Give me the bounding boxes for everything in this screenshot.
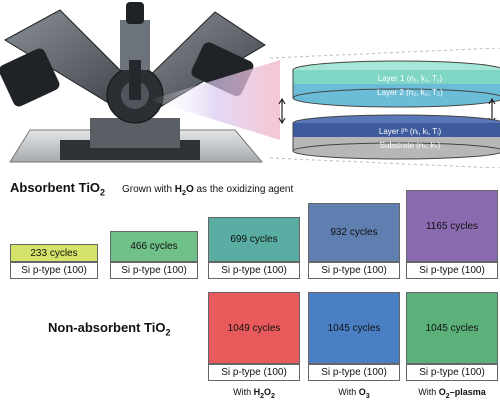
absorbent-subtitle: Grown with H2O as the oxidizing agent [122, 184, 294, 197]
layer-stack-diagram: Layer 1 (n₁, k₁, T₁) Layer 2 (n₂, k₂, T₂… [270, 48, 500, 168]
layer-i-label: Layer iᵗʰ (nᵢ, kᵢ, Tᵢ) [379, 127, 442, 136]
layer-2 [292, 84, 500, 108]
substrate-233: Si p-type (100) [10, 262, 98, 279]
absorbent-sample-1165: 1165 cycles Si p-type (100) [406, 190, 498, 279]
light-beam [150, 60, 280, 140]
non-absorbent-sample-o2-plasma: 1045 cycles Si p-type (100) [406, 292, 498, 381]
film-1165: 1165 cycles [406, 190, 498, 262]
caption-h2o2: With H2O2 [233, 387, 275, 400]
film-h2o2: 1049 cycles [208, 292, 300, 364]
substrate-o3: Si p-type (100) [308, 364, 400, 381]
film-233: 233 cycles [10, 244, 98, 262]
substrate-699: Si p-type (100) [208, 262, 300, 279]
non-absorbent-sample-h2o2: 1049 cycles Si p-type (100) [208, 292, 300, 381]
layer-i [292, 114, 500, 137]
substrate-label: Substrate (nₛ, kₛ) [380, 141, 441, 150]
film-699: 699 cycles [208, 217, 300, 262]
ellipsometer-image [0, 2, 266, 163]
substrate-h2o2: Si p-type (100) [208, 364, 300, 381]
film-o3: 1045 cycles [308, 292, 400, 364]
substrate-932: Si p-type (100) [308, 262, 400, 279]
non-absorbent-sample-o3: 1045 cycles Si p-type (100) [308, 292, 400, 381]
absorbent-title: Absorbent TiO2 [10, 180, 106, 198]
caption-o3: With O3 [338, 387, 370, 400]
layer-1-label: Layer 1 (n₁, k₁, T₁) [378, 74, 443, 83]
substrate-466: Si p-type (100) [110, 262, 198, 279]
layer-2-label: Layer 2 (n₂, k₂, T₂) [377, 88, 443, 97]
substrate-1165: Si p-type (100) [406, 262, 498, 279]
film-o2-plasma: 1045 cycles [406, 292, 498, 364]
film-466: 466 cycles [110, 231, 198, 262]
absorbent-sample-699: 699 cycles Si p-type (100) [208, 217, 300, 279]
substrate-layer [292, 137, 500, 160]
absorbent-sample-466: 466 cycles Si p-type (100) [110, 231, 198, 279]
substrate-o2-plasma: Si p-type (100) [406, 364, 498, 381]
layer-gap-arrows [278, 97, 496, 125]
film-932: 932 cycles [308, 203, 400, 262]
absorbent-sample-932: 932 cycles Si p-type (100) [308, 203, 400, 279]
absorbent-sample-233: 233 cycles Si p-type (100) [10, 244, 98, 279]
caption-o2-plasma: With O2–plasma [418, 387, 486, 400]
layer-1 [292, 60, 500, 84]
non-absorbent-title: Non-absorbent TiO2 [48, 320, 171, 338]
